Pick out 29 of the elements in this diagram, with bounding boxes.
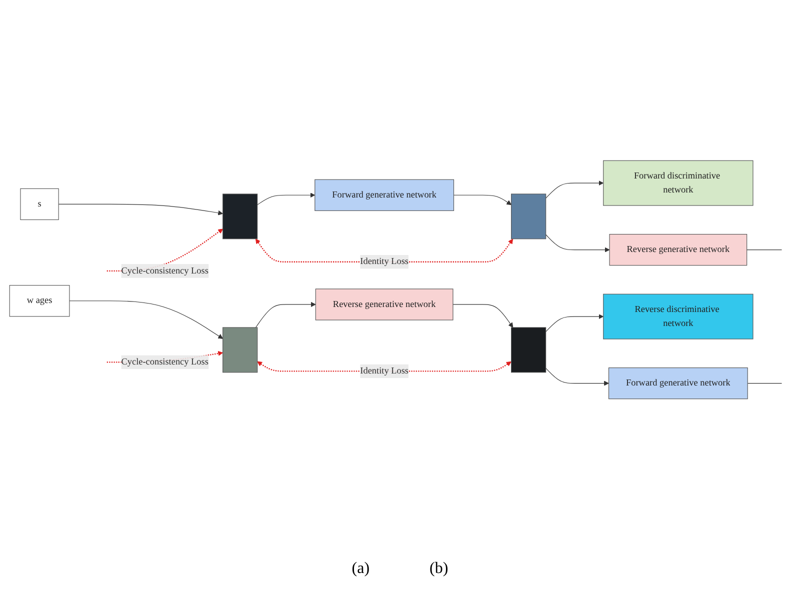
node-box: Forward generative network	[608, 368, 748, 400]
node-box	[511, 327, 546, 373]
panel-label: (a)	[352, 560, 370, 578]
arrow	[69, 300, 224, 340]
edge-label: Identity Loss	[360, 256, 408, 267]
node-box: w ages	[9, 285, 70, 317]
arrow	[546, 234, 610, 253]
node-box	[511, 194, 546, 240]
node-box: Reverse discriminative network	[603, 294, 754, 340]
arrow	[546, 368, 609, 386]
node-box: s	[20, 188, 59, 220]
node-box: Reverse generative network	[609, 234, 748, 266]
edge-label: Cycle-consistency Loss	[121, 266, 208, 276]
panel-label: (b)	[430, 560, 448, 578]
arrow	[453, 195, 512, 206]
node-box	[222, 194, 258, 240]
arrow	[58, 204, 224, 216]
node-box: Forward discriminative network	[603, 160, 754, 206]
arrow	[255, 302, 316, 328]
node-box	[222, 327, 258, 373]
arrow	[257, 192, 316, 206]
node-box: Reverse generative network	[315, 288, 454, 321]
node-box: Forward generative network	[314, 180, 454, 212]
edge-label: Cycle-consistency Loss	[121, 357, 208, 368]
arrow	[546, 314, 604, 332]
connector	[747, 383, 782, 384]
arrow	[452, 304, 514, 328]
edge-label: Identity Loss	[360, 366, 408, 376]
arrow	[546, 180, 604, 199]
